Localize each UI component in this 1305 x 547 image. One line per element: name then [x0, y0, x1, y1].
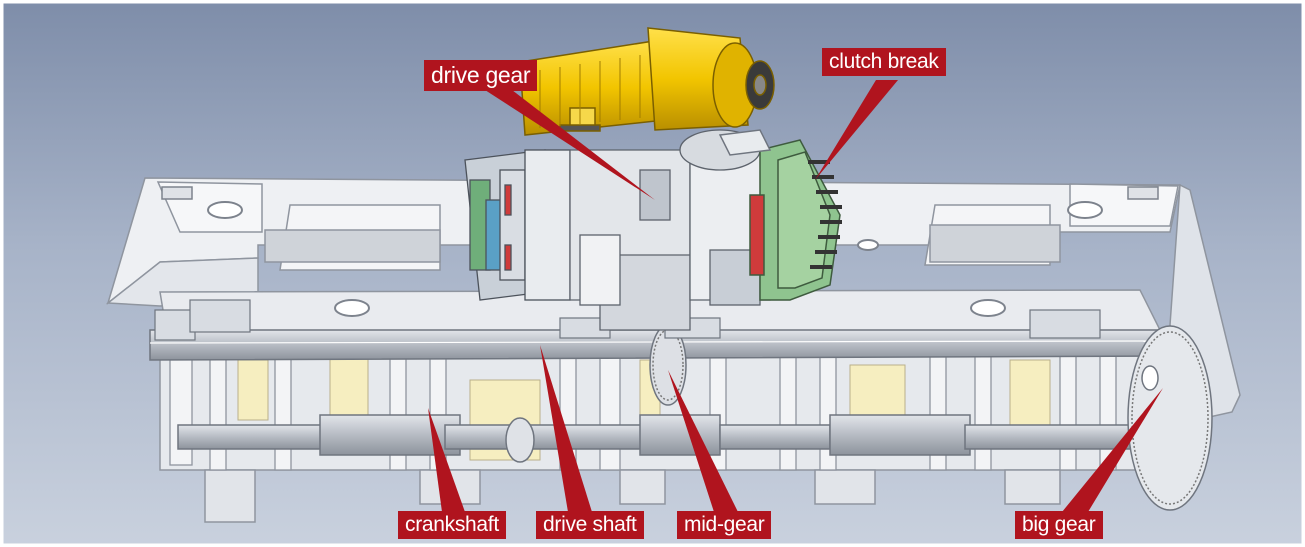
label-clutch-break: clutch break [822, 48, 946, 76]
clutch-brake [749, 139, 842, 301]
label-mid-gear: mid-gear [677, 511, 772, 539]
pointer-arrows [428, 80, 1163, 512]
label-drive-gear: drive gear [424, 60, 538, 91]
pointer-crankshaft [428, 408, 465, 512]
bearing-blocks [154, 299, 1101, 341]
motor [519, 27, 775, 156]
pointer-clutch-break [815, 80, 898, 180]
label-big-gear: big gear [1015, 511, 1103, 539]
label-crankshaft: crankshaft [398, 511, 506, 539]
pointer-mid-gear [668, 370, 738, 512]
mounting-holes [207, 201, 1103, 317]
pointer-big-gear [1062, 388, 1163, 512]
mid-gear [649, 324, 687, 406]
pointer-drive-shaft [540, 345, 592, 512]
left-gear-assembly [464, 149, 571, 301]
slot-cutouts [161, 186, 1159, 200]
label-drive-shaft: drive shaft [536, 511, 644, 539]
pointer-drive-gear [485, 90, 655, 200]
big-gear [1127, 325, 1213, 511]
